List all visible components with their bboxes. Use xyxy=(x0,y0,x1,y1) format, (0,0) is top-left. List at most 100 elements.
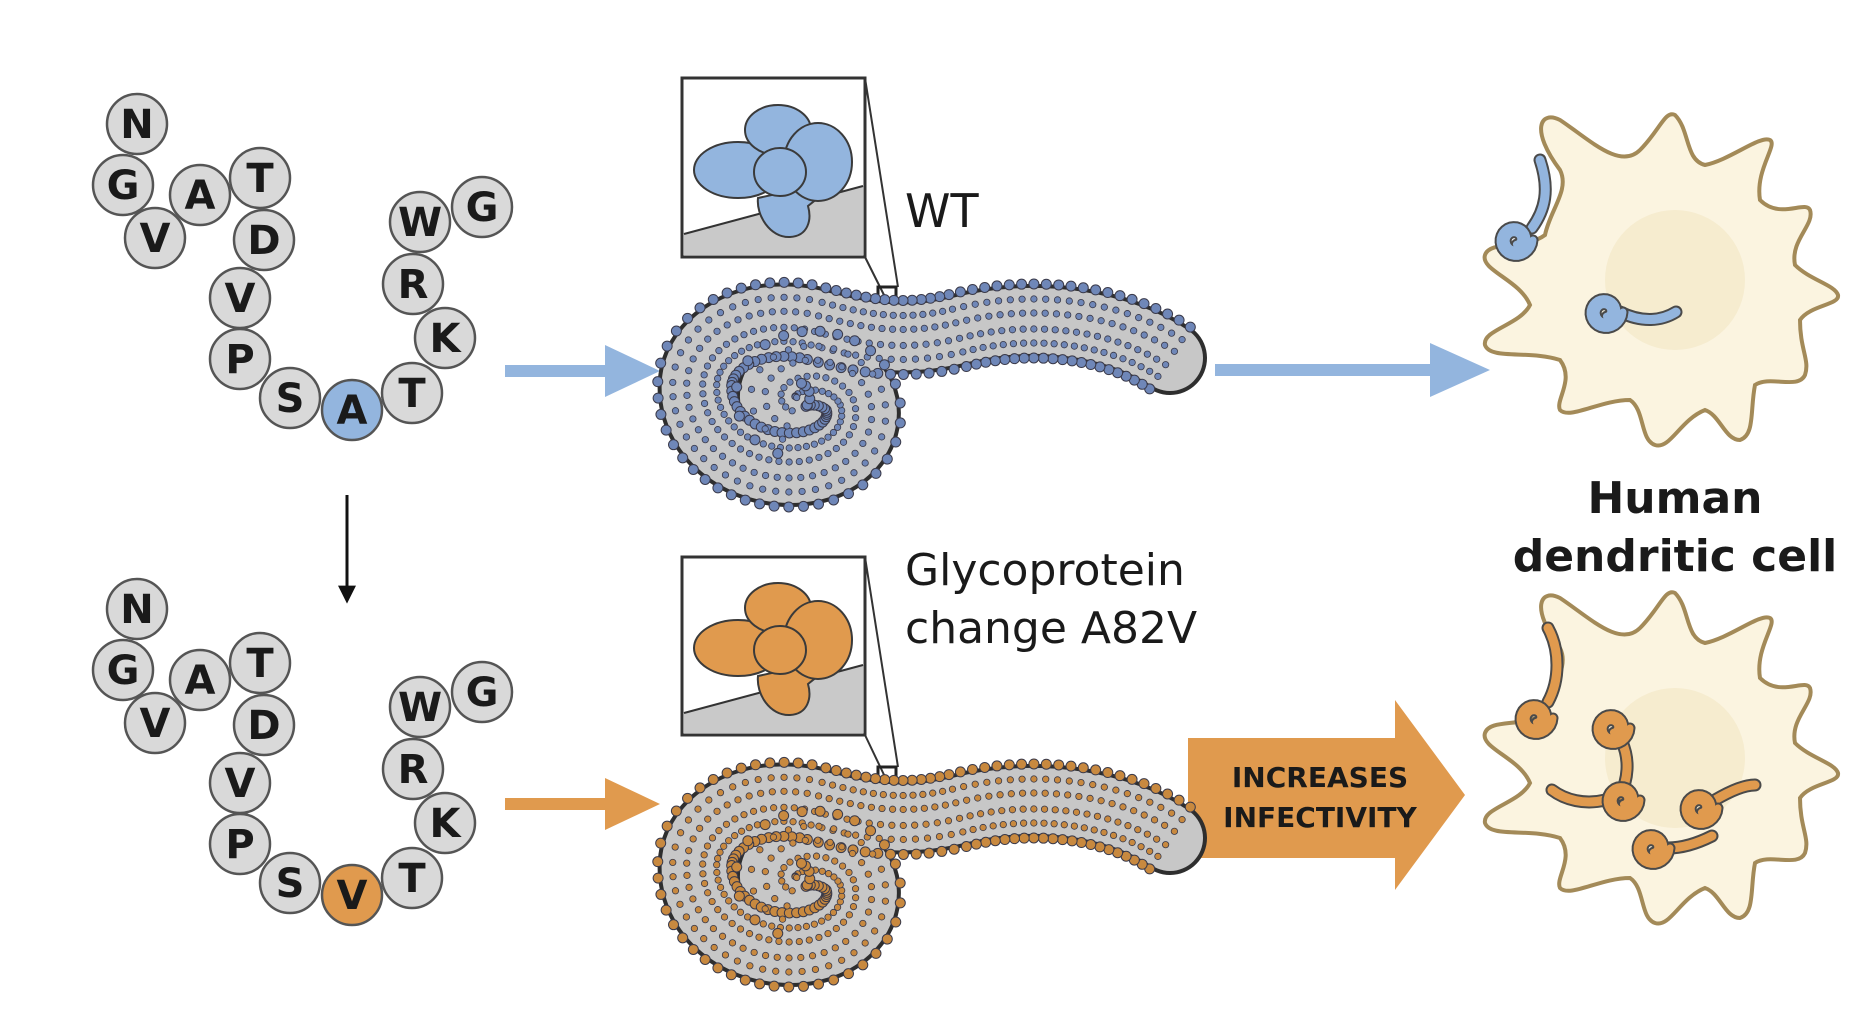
virus-mut-surface-spike-397 xyxy=(870,947,882,959)
virus-wt-surface-spike-313 xyxy=(677,452,689,464)
virus-mut-surface-spike-305 xyxy=(676,900,684,908)
virus-wt-surface-spike-86 xyxy=(1020,339,1028,347)
virus-mut-surface-spike-501 xyxy=(782,883,790,891)
virus-mut-surface-spike-339 xyxy=(745,930,754,938)
virus-mut-surface-spike-123 xyxy=(955,814,964,822)
virus-mut-surface-spike-107 xyxy=(983,778,991,786)
virus-mut-surface-spike-135 xyxy=(933,819,941,827)
virus-mut-surface-spike-116 xyxy=(969,825,977,834)
virus-mut-surface-spike-387 xyxy=(824,929,832,938)
wt-residue-letter-12: K xyxy=(430,316,463,362)
virus-mut-surface-spike-37 xyxy=(1114,770,1126,782)
virus-wt-surface-spike-419 xyxy=(881,417,889,425)
mut-residue-letter-3: A xyxy=(185,658,216,704)
virus-mut-surface-spike-10 xyxy=(1161,821,1169,829)
virus-mut-surface-spike-304 xyxy=(689,895,697,903)
virus-wt-surface-spike-364 xyxy=(785,474,793,482)
virus-mut-surface-spike-433 xyxy=(878,839,890,851)
wt-residue-letter-6: D xyxy=(247,218,280,264)
virus-wt-surface-spike-290 xyxy=(713,388,721,397)
mut-residue-5 xyxy=(123,691,187,755)
virus-mut-surface-spike-77 xyxy=(1042,775,1050,783)
virus-wt-surface-spike-226 xyxy=(768,308,776,316)
virus-mut-surface-spike-363 xyxy=(785,938,793,946)
virus-wt-surface-spike-406 xyxy=(859,439,867,448)
virus-wt-surface-spike-211 xyxy=(792,277,804,289)
virus-wt-surface-spike-495 xyxy=(778,397,786,405)
virus-mut-surface-spike-169 xyxy=(869,773,881,785)
virus-mut-surface-spike-235 xyxy=(735,762,747,774)
virus-mut-surface-spike-272 xyxy=(716,848,724,856)
virus-wt-surface-spike-44 xyxy=(1090,346,1098,354)
virus-wt-surface-spike-373 xyxy=(812,498,824,510)
virus-mut-surface-spike-229 xyxy=(750,759,762,771)
virus-wt-surface-spike-325 xyxy=(699,473,711,485)
virus-mut-surface-spike-379 xyxy=(828,974,840,986)
virus-wt-surface-spike-479 xyxy=(769,353,778,361)
virus-mut-surface-spike-311 xyxy=(682,913,690,921)
virus-mut-surface-spike-287 xyxy=(669,858,677,867)
virus-wt-surface-spike-371 xyxy=(798,487,806,496)
virus-mut-surface-spike-159 xyxy=(888,821,896,829)
virus-wt-surface-spike-231 xyxy=(759,325,768,333)
virus-wt-surface-spike-116 xyxy=(969,345,977,354)
virus-wt-surface-spike-71 xyxy=(1053,296,1062,304)
virus-wt-surface-spike-413 xyxy=(878,433,886,441)
virus-wt-surface-spike-223 xyxy=(764,277,776,289)
virus-wt-surface-spike-152 xyxy=(899,355,907,364)
virus-wt-surface-spike-235 xyxy=(735,282,747,294)
virus-mut-surface-spike-215 xyxy=(793,774,801,782)
mut-residue-10 xyxy=(320,863,384,927)
virus-wt-surface-spike-13 xyxy=(1162,308,1174,320)
virus-wt-surface-spike-461 xyxy=(815,342,823,350)
virus-mut-surface-spike-358 xyxy=(773,953,781,961)
virus-mut-surface-spike-166 xyxy=(878,804,886,813)
virus-wt-surface-spike-247 xyxy=(707,293,719,305)
wt-residue-15 xyxy=(450,175,514,239)
virus-wt-surface-spike-244 xyxy=(734,316,742,324)
virus-wt-surface-spike-56 xyxy=(1070,342,1078,350)
virus-mut-surface-spike-61 xyxy=(1065,760,1077,772)
virus-mut-surface-spike-439 xyxy=(865,825,877,837)
virus-mut-surface-spike-460 xyxy=(814,836,822,844)
virus-wt-surface-spike-417 xyxy=(851,414,860,422)
virus-mut-surface-spike-118 xyxy=(963,796,971,804)
virus-wt-surface-spike-227 xyxy=(767,294,775,302)
virus-wt-surface-spike-375 xyxy=(805,456,813,464)
virus-mut-surface-spike-291 xyxy=(699,870,707,878)
virus-mut-surface-spike-43 xyxy=(1102,767,1114,779)
virus-wt-surface-spike-292 xyxy=(683,391,691,399)
virus-mut-surface-spike-233 xyxy=(754,775,762,784)
virus-mut-surface-spike-16 xyxy=(1150,816,1159,824)
virus-wt-surface-spike-278 xyxy=(714,374,722,383)
virus-wt-surface-spike-107 xyxy=(983,298,991,306)
virus-wt-surface-spike-405 xyxy=(845,431,853,439)
virus-mut-surface-spike-327 xyxy=(728,919,736,928)
virus-wt-surface-spike-178 xyxy=(857,322,865,330)
virus-mut-surface-spike-63 xyxy=(1062,807,1070,815)
virus-mut-surface-spike-465 xyxy=(803,852,811,860)
virus-mut-surface-spike-44 xyxy=(1090,826,1098,834)
virus-mut-surface-spike-98 xyxy=(999,820,1007,829)
virus-mut-surface-spike-154 xyxy=(899,805,907,814)
virus-wt-surface-spike-446 xyxy=(824,390,833,398)
virus-wt-surface-spike-97 xyxy=(991,280,1003,292)
virus-wt-surface-spike-33 xyxy=(1114,338,1122,346)
virus-mut-surface-spike-333 xyxy=(736,925,745,933)
virus-mut-surface-spike-220 xyxy=(780,787,788,795)
virus-wt-surface-spike-433 xyxy=(878,359,890,371)
virus-wt-surface-spike-404 xyxy=(833,423,842,431)
virus-wt-surface-spike-283 xyxy=(652,376,664,388)
virus-wt-surface-spike-271 xyxy=(661,340,673,352)
virus-wt-surface-spike-101 xyxy=(994,297,1003,305)
virus-mut-surface-spike-82 xyxy=(1030,789,1038,797)
mut-residue-letter-5: V xyxy=(140,701,171,747)
virus-wt-surface-spike-377 xyxy=(811,485,820,494)
virus-wt-surface-spike-265 xyxy=(670,325,682,337)
virus-mut-surface-spike-393 xyxy=(832,924,840,933)
virus-wt-surface-spike-407 xyxy=(871,447,879,455)
virus-mut-surface-spike-110 xyxy=(979,823,987,832)
virus-wt-surface-spike-266 xyxy=(720,362,728,370)
wt-residue-1 xyxy=(105,92,169,156)
virus-mut-surface-spike-17 xyxy=(1157,803,1165,811)
